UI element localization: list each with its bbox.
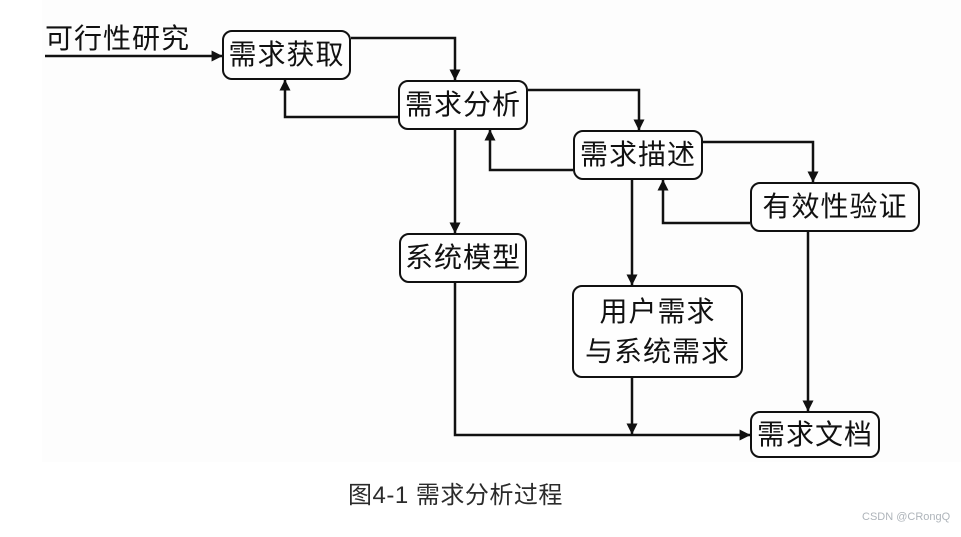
node-system-model: 系统模型 bbox=[399, 233, 527, 283]
edge-elicitation-to-analysis bbox=[351, 36, 461, 81]
node-requirements-description: 需求描述 bbox=[573, 130, 703, 180]
node-label-line2: 与系统需求 bbox=[584, 334, 730, 368]
node-validity-verification: 有效性验证 bbox=[750, 182, 920, 232]
edge-description-to-verification bbox=[703, 140, 819, 183]
node-label: 需求分析 bbox=[404, 88, 521, 121]
node-requirements-elicitation: 需求获取 bbox=[222, 30, 351, 80]
node-label-line1: 用户需求 bbox=[599, 294, 716, 328]
edge-system-model-to-document bbox=[453, 283, 751, 441]
edge-analysis-to-elicitation-feedback bbox=[279, 79, 398, 119]
edge-analysis-to-description bbox=[528, 88, 645, 131]
node-label: 系统模型 bbox=[404, 241, 521, 274]
node-label: 有效性验证 bbox=[762, 190, 908, 223]
node-label: 需求描述 bbox=[579, 138, 696, 171]
edge-verification-to-description-feedback bbox=[657, 179, 750, 225]
node-label: 需求获取 bbox=[228, 38, 345, 71]
edge-description-to-analysis-feedback bbox=[484, 129, 573, 172]
node-requirements-document: 需求文档 bbox=[750, 411, 880, 458]
start-label-feasibility-study: 可行性研究 bbox=[45, 22, 191, 55]
node-user-and-system-requirements: 用户需求 与系统需求 bbox=[572, 285, 743, 378]
figure-caption: 图4-1 需求分析过程 bbox=[348, 482, 563, 509]
node-requirements-analysis: 需求分析 bbox=[398, 80, 528, 130]
csdn-watermark: CSDN @CRongQ bbox=[862, 511, 951, 523]
node-label: 需求文档 bbox=[756, 417, 873, 451]
